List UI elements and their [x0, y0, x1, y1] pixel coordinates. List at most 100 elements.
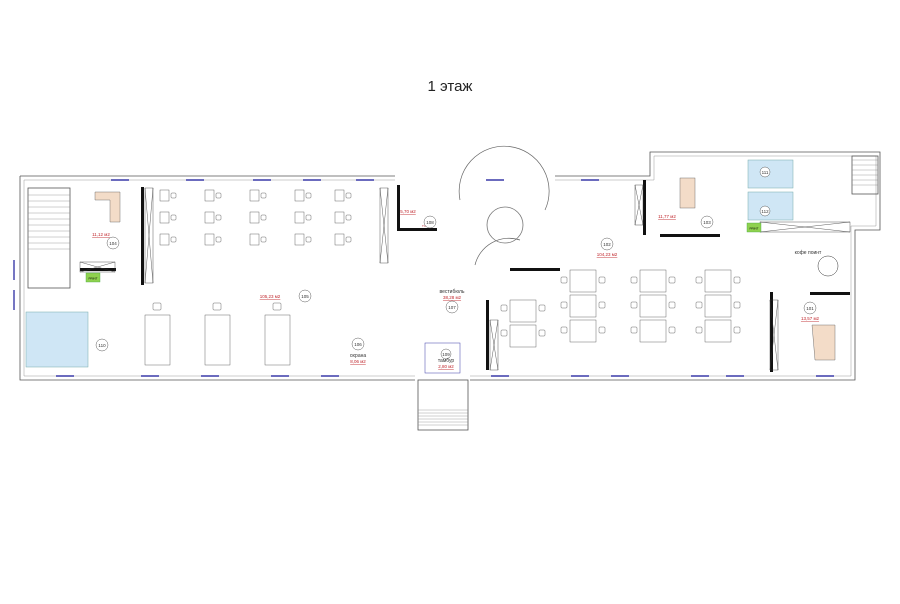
storage-cross [144, 187, 154, 284]
coffee-point-label: кофе поинт [795, 250, 822, 256]
chair [538, 304, 546, 312]
chair [170, 192, 177, 199]
chair [733, 276, 741, 284]
svg-text:106: 106 [354, 342, 362, 347]
desk [204, 211, 215, 224]
desk-pair [569, 294, 597, 318]
chair [560, 276, 568, 284]
storage-cross [759, 221, 851, 233]
svg-text:109: 109 [442, 352, 450, 357]
room-108: 5,70 м2 108 [400, 209, 437, 229]
chair [695, 301, 703, 309]
svg-text:105,23 м2: 105,23 м2 [260, 294, 281, 299]
chair [305, 214, 312, 221]
room-109: 109 тамбур 2,80 м2 [424, 342, 461, 374]
wall [486, 300, 489, 370]
svg-text:охрана: охрана [350, 353, 367, 359]
chair [733, 326, 741, 334]
chair [215, 214, 222, 221]
svg-text:11,12 м2: 11,12 м2 [92, 232, 110, 237]
coffee-table [817, 255, 839, 277]
room-111: 111 [759, 166, 771, 178]
chair [260, 214, 267, 221]
desk [334, 233, 345, 246]
svg-text:112: 112 [761, 209, 769, 214]
storage-cabinet [489, 319, 499, 371]
storage-cross [634, 184, 644, 226]
chair [500, 304, 508, 312]
toilet-111-floor [747, 159, 794, 189]
svg-text:11,77 м2: 11,77 м2 [658, 214, 676, 219]
storage-cross [379, 187, 389, 264]
chair [305, 192, 312, 199]
svg-text:8,06 м2: 8,06 м2 [350, 359, 366, 364]
svg-text:110: 110 [98, 343, 106, 348]
desk-cluster [264, 314, 291, 366]
desk [249, 189, 260, 202]
wall [397, 228, 437, 231]
spiral-stair [458, 145, 550, 266]
wall [643, 180, 646, 235]
wall [397, 185, 400, 230]
desk-pair [569, 269, 597, 293]
chair [260, 192, 267, 199]
wall [810, 292, 850, 295]
chair [598, 326, 606, 334]
room-101: 101 13,57 м2 [801, 301, 820, 321]
svg-text:103: 103 [703, 220, 711, 225]
svg-text:105: 105 [301, 294, 309, 299]
desk-pair [639, 294, 667, 318]
chair [500, 329, 508, 337]
chair [630, 301, 638, 309]
chair [272, 302, 282, 311]
storage-cabinet [634, 184, 644, 226]
svg-text:тамбур: тамбур [438, 358, 455, 364]
desk [294, 233, 305, 246]
room-104: 11,12 м2 104 [92, 232, 120, 250]
toilet-110-floor [25, 311, 89, 368]
room-103: 11,77 м2 103 [658, 214, 714, 229]
toilet-112-floor [747, 191, 794, 221]
room-105: 105,23 м2 105 [260, 289, 312, 303]
chair [215, 236, 222, 243]
chair [215, 192, 222, 199]
chair [305, 236, 312, 243]
chair [260, 236, 267, 243]
desk-pair [704, 294, 732, 318]
chair [668, 301, 676, 309]
chair [345, 214, 352, 221]
desk [249, 211, 260, 224]
room-106: 106 охрана 8,06 м2 [350, 337, 367, 364]
room-110: 110 [95, 338, 109, 352]
svg-text:101: 101 [806, 306, 814, 311]
chair [345, 192, 352, 199]
storage-cabinet [79, 261, 116, 273]
room-107: вестибюль 38,28 м2 107 [440, 289, 465, 314]
desk-pair [509, 299, 537, 323]
wall [510, 268, 560, 271]
desk-pair [569, 319, 597, 343]
svg-text:2,80 м2: 2,80 м2 [438, 364, 454, 369]
chair [538, 329, 546, 337]
desk-pair [704, 319, 732, 343]
floor-title: 1 этаж [427, 78, 473, 95]
desk [159, 233, 170, 246]
meeting-table-103 [679, 177, 696, 209]
chair [630, 326, 638, 334]
svg-text:104,23 м2: 104,23 м2 [597, 252, 618, 257]
chair [598, 276, 606, 284]
chair [170, 214, 177, 221]
storage-cabinet [144, 187, 154, 284]
svg-text:102: 102 [603, 242, 611, 247]
svg-text:5,70 м2: 5,70 м2 [400, 209, 416, 214]
stair-left [27, 187, 71, 289]
storage-cross [769, 299, 779, 371]
desk [294, 211, 305, 224]
desk-cluster [204, 314, 231, 366]
chair [598, 301, 606, 309]
wall [770, 292, 773, 372]
room-102: 102 104,23 м2 [597, 237, 618, 257]
chair [733, 301, 741, 309]
svg-text:вестибюль: вестибюль [440, 289, 465, 295]
storage-cabinet [379, 187, 389, 264]
